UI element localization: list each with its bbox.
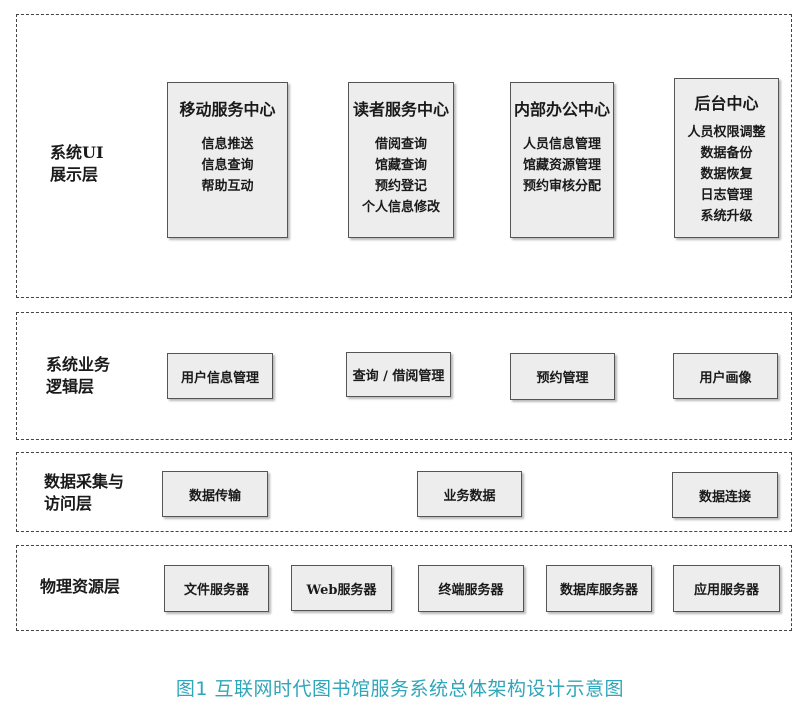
- module-item: 日志管理: [700, 188, 753, 203]
- module-item: 借阅查询: [374, 137, 427, 152]
- module-backend-center: 后台中心 人员权限调整 数据备份 数据恢复 日志管理 系统升级: [674, 78, 779, 238]
- box-reservation-management: 预约管理: [510, 353, 615, 400]
- box-data-connection: 数据连接: [672, 472, 778, 518]
- module-item: 数据恢复: [700, 167, 753, 182]
- module-title: 后台中心: [694, 94, 759, 113]
- layer-ui-presentation: [16, 14, 792, 298]
- module-item: 馆藏查询: [374, 158, 427, 173]
- layer-label-physical: 物理资源层: [40, 577, 121, 596]
- module-reader-service: 读者服务中心 借阅查询 馆藏查询 预约登记 个人信息修改: [348, 82, 454, 238]
- module-internal-office: 内部办公中心 人员信息管理 馆藏资源管理 预约审核分配: [510, 82, 614, 238]
- box-business-data: 业务数据: [417, 471, 522, 517]
- module-item: 个人信息修改: [361, 200, 440, 215]
- module-title: 移动服务中心: [179, 100, 276, 119]
- module-item: 信息推送: [201, 137, 254, 152]
- layer-label-logic: 系统业务 逻辑层: [46, 355, 111, 396]
- module-item: 人员信息管理: [522, 137, 601, 152]
- module-item: 人员权限调整: [687, 125, 766, 140]
- layer-business-logic: [16, 312, 792, 440]
- module-title: 内部办公中心: [513, 100, 610, 119]
- box-query-borrow-management: 查询 / 借阅管理: [346, 352, 451, 397]
- box-database-server: 数据库服务器: [546, 565, 652, 612]
- box-user-portrait: 用户画像: [673, 353, 778, 399]
- box-application-server: 应用服务器: [673, 565, 780, 612]
- module-item: 预约登记: [374, 179, 427, 194]
- layer-label-ui: 系统UI 展示层: [50, 143, 104, 184]
- module-item: 帮助互动: [201, 179, 254, 194]
- layer-data-access: [16, 452, 792, 532]
- figure-caption: 图1 互联网时代图书馆服务系统总体架构设计示意图: [175, 678, 625, 700]
- module-mobile-service: 移动服务中心 信息推送 信息查询 帮助互动: [167, 82, 288, 238]
- box-file-server: 文件服务器: [164, 565, 269, 612]
- box-data-transfer: 数据传输: [162, 471, 268, 517]
- module-item: 数据备份: [700, 146, 753, 161]
- box-terminal-server: 终端服务器: [418, 565, 524, 612]
- module-title: 读者服务中心: [352, 100, 449, 119]
- module-item: 预约审核分配: [522, 179, 601, 194]
- box-web-server: Web服务器: [291, 565, 392, 611]
- module-item: 馆藏资源管理: [522, 158, 601, 173]
- box-user-info-management: 用户信息管理: [167, 353, 273, 399]
- module-item: 信息查询: [201, 158, 254, 173]
- module-item: 系统升级: [700, 209, 753, 224]
- layer-label-data: 数据采集与 访问层: [44, 472, 125, 513]
- layer-physical-resources: [16, 545, 792, 631]
